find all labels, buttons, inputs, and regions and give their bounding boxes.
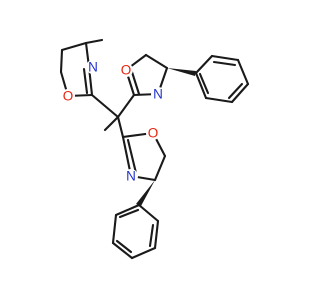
molecule-diagram: N O O N O N xyxy=(59,38,250,260)
bond xyxy=(153,219,160,250)
bond xyxy=(194,54,214,75)
bond xyxy=(111,213,118,245)
bond xyxy=(227,82,244,100)
bond xyxy=(84,38,104,45)
bond xyxy=(115,239,133,254)
structure-svg: N O O N O N xyxy=(59,38,250,260)
bond xyxy=(111,241,134,260)
oxygen-label: O xyxy=(148,126,159,141)
upper-phenyl-ring xyxy=(194,54,250,104)
bond xyxy=(114,203,141,217)
bond xyxy=(230,82,250,104)
bond xyxy=(236,58,250,86)
nitrogen-label: N xyxy=(88,60,98,75)
heteroatom-labels: N O O N O N xyxy=(61,60,165,184)
oxygen-label: O xyxy=(121,63,132,78)
bond xyxy=(116,93,136,119)
bond xyxy=(153,154,167,182)
nitrogen-label: N xyxy=(126,169,136,184)
bond xyxy=(90,93,120,119)
bond xyxy=(198,72,210,95)
bond xyxy=(148,223,155,248)
bond xyxy=(59,48,64,74)
bond xyxy=(116,115,125,139)
central-carbon xyxy=(103,93,136,139)
oxygen-label: O xyxy=(63,89,74,104)
stereo-wedge xyxy=(136,180,155,206)
bond xyxy=(210,54,240,62)
bond xyxy=(194,71,208,100)
bond xyxy=(82,67,89,95)
bond xyxy=(137,203,160,223)
nitrogen-label: N xyxy=(153,87,163,102)
bond xyxy=(130,246,157,260)
bond xyxy=(60,41,88,52)
bond xyxy=(204,96,234,104)
lower-phenyl-ring xyxy=(111,203,160,260)
bond xyxy=(118,208,140,219)
stereo-wedge xyxy=(167,68,196,76)
bond xyxy=(103,115,120,132)
bond xyxy=(126,138,138,175)
bond xyxy=(144,53,169,70)
bond xyxy=(212,60,237,67)
bond xyxy=(130,70,141,96)
dimethyl-oxazoline-ring xyxy=(59,38,120,119)
